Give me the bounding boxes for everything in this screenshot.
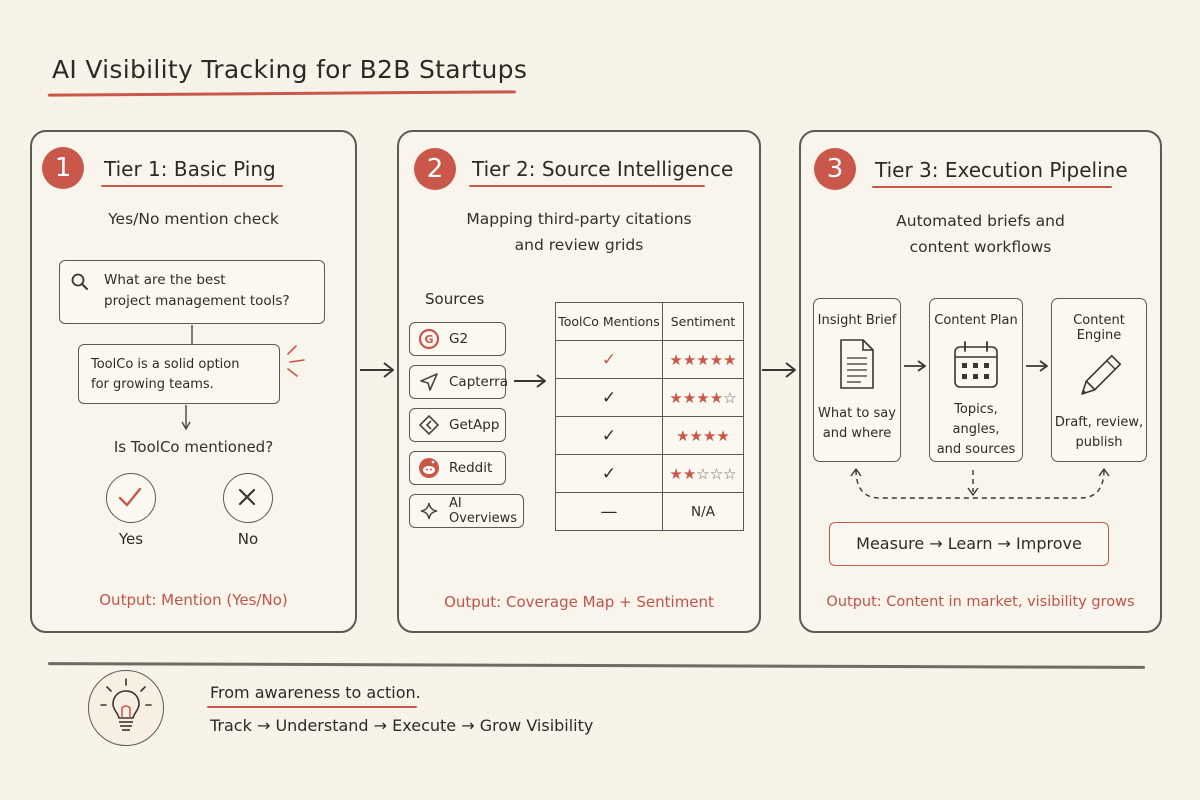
source-reddit-label: Reddit: [449, 460, 493, 476]
answer-line-1: ToolCo is a solid option: [91, 357, 240, 372]
source-g2: G G2: [409, 322, 506, 356]
highlight-rays: [284, 342, 310, 382]
footer-divider: [47, 662, 1146, 669]
sentiment-text: N/A: [662, 492, 744, 531]
stage-title: Insight Brief: [817, 313, 897, 328]
sources-label: Sources: [425, 290, 485, 308]
tier-3-number-badge: 3: [814, 148, 856, 190]
stage-desc-line-1: Topics, angles,: [952, 402, 1000, 437]
table-row: ✓ ★★☆☆☆: [555, 454, 744, 493]
stage-title: Content Engine: [1073, 313, 1125, 343]
yes-check-icon: [106, 473, 156, 523]
table-row: — N/A: [555, 492, 744, 531]
arrow-tier-1-to-2: [360, 362, 394, 378]
calendar-icon: [954, 341, 998, 388]
mention-question: Is ToolCo mentioned?: [113, 438, 274, 456]
sentiment-stars: ★★☆☆☆: [662, 454, 744, 493]
source-ai-overviews: AI Overviews: [409, 494, 524, 528]
sparkle-icon: [420, 502, 438, 520]
arrow-sources-to-table: [514, 374, 546, 388]
stage-desc-line-2: and sources: [936, 442, 1016, 457]
sentiment-stars: ★★★★★: [662, 340, 744, 379]
tier-2-title-underline: [469, 185, 705, 187]
stage-desc-line-1: Draft, review,: [1054, 415, 1144, 430]
source-getapp-label: GetApp: [449, 417, 500, 433]
reddit-icon: [419, 458, 439, 478]
page-title: AI Visibility Tracking for B2B Startups: [52, 55, 528, 84]
mention-cell: ✓: [555, 340, 663, 379]
mention-cell: ✓: [555, 378, 663, 417]
stage-desc-line-1: What to say: [818, 406, 896, 421]
tier-2-title: Tier 2: Source Intelligence: [472, 157, 734, 181]
footer-heading: From awareness to action.: [210, 683, 421, 702]
tier-1-output: Output: Mention (Yes/No): [99, 591, 288, 609]
table-header-row: ToolCo Mentions Sentiment: [555, 302, 744, 341]
mention-cell: ✓: [555, 416, 663, 455]
stage-desc-line-2: publish: [1075, 435, 1123, 450]
pipeline-connectors: [850, 360, 1110, 499]
mention-cell: ✓: [555, 454, 663, 493]
capterra-icon: [420, 373, 438, 391]
arrow-tier-2-to-3: [762, 362, 796, 378]
table-row: ✓ ★★★★☆: [555, 378, 744, 417]
no-label: No: [237, 530, 259, 548]
source-capterra-label: Capterra: [449, 374, 509, 390]
no-x-icon: [223, 473, 273, 523]
measure-learn-improve-box: Measure → Learn → Improve: [829, 522, 1109, 566]
tier-2-subtitle-line-1: Mapping third-party citations: [466, 210, 692, 228]
tier-2-output: Output: Coverage Map + Sentiment: [444, 593, 714, 611]
stage-content-plan: Content Plan Topics, angles, and sources: [929, 298, 1023, 462]
yes-label: Yes: [118, 530, 144, 548]
tier-1-number-badge: 1: [42, 147, 84, 189]
source-capterra: Capterra: [409, 365, 509, 399]
footer-steps: Track → Understand → Execute → Grow Visi…: [210, 716, 594, 735]
document-icon: [840, 339, 874, 389]
table-row: ✓ ★★★★: [555, 416, 744, 455]
table-row: ✓ ★★★★★: [555, 340, 744, 379]
tier-3-subtitle-line-1: Automated briefs and: [896, 212, 1065, 230]
sentiment-stars: ★★★★☆: [662, 378, 744, 417]
footer-heading-underline: [207, 706, 417, 708]
tier-1-subtitle: Yes/No mention check: [108, 210, 279, 228]
source-getapp: GetApp: [409, 408, 506, 442]
table-header-mentions: ToolCo Mentions: [555, 302, 663, 341]
coverage-table: ToolCo Mentions Sentiment ✓ ★★★★★ ✓ ★★★★…: [555, 302, 744, 531]
tier-3-subtitle-line-2: content workflows: [909, 238, 1052, 256]
search-icon: [70, 272, 90, 292]
source-ai-overviews-label: AI Overviews: [449, 496, 517, 526]
tier-1-title-underline: [101, 185, 283, 187]
answer-line-2: for growing teams.: [91, 377, 214, 392]
sentiment-stars: ★★★★: [662, 416, 744, 455]
query-line-1: What are the best: [104, 272, 226, 288]
pencil-icon: [1081, 354, 1122, 395]
answer-box: [78, 344, 280, 404]
g2-icon: G: [418, 328, 440, 350]
stage-content-engine: Content Engine Draft, review, publish: [1051, 298, 1147, 462]
tier-1-connectors: [181, 325, 193, 431]
stage-desc-line-2: and where: [822, 426, 892, 441]
stage-title: Content Plan: [934, 313, 1018, 328]
svg-text:G: G: [424, 333, 433, 346]
tier-2-subtitle-line-2: and review grids: [514, 236, 644, 254]
lightbulb-icon: [88, 670, 164, 746]
tier-1-title: Tier 1: Basic Ping: [104, 157, 276, 181]
query-box: [59, 260, 325, 324]
stage-insight-brief: Insight Brief What to say and where: [813, 298, 901, 462]
query-line-2: project management tools?: [104, 293, 290, 309]
table-header-sentiment: Sentiment: [662, 302, 744, 341]
tier-2-number-badge: 2: [414, 148, 456, 190]
source-g2-label: G2: [449, 331, 469, 347]
source-reddit: Reddit: [409, 451, 506, 485]
getapp-icon: [418, 414, 440, 436]
mention-cell: —: [555, 492, 663, 531]
tier-3-title: Tier 3: Execution Pipeline: [875, 158, 1128, 182]
tier-3-title-underline: [872, 186, 1112, 188]
tier-3-output: Output: Content in market, visibility gr…: [826, 594, 1135, 610]
